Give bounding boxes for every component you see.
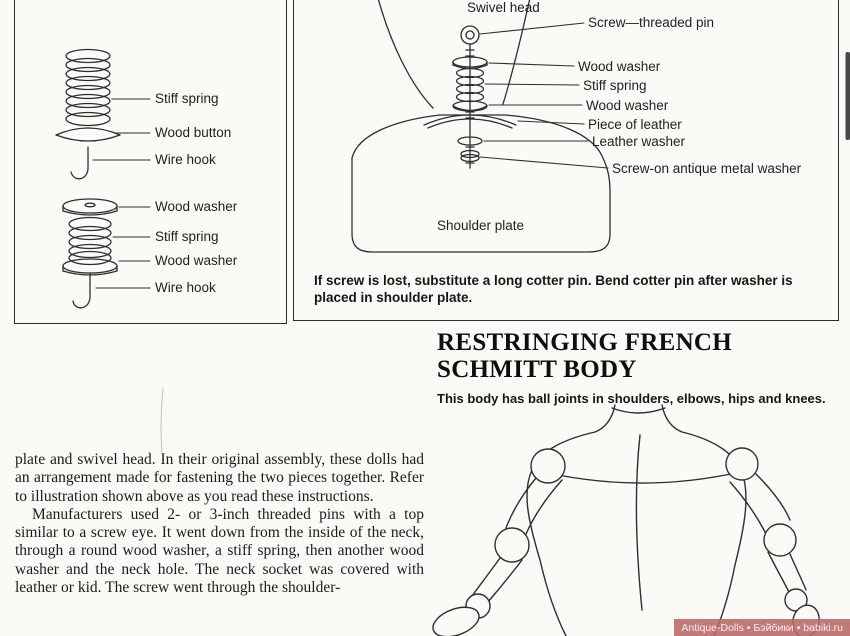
shoulder-plate-drawing bbox=[351, 114, 611, 253]
label-piece-of-leather: Piece of leather bbox=[588, 117, 682, 132]
doll-body-drawing bbox=[432, 404, 820, 636]
section-title-line1: RESTRINGING FRENCH bbox=[437, 329, 733, 356]
label-wire-hook-1: Wire hook bbox=[155, 152, 216, 167]
label-wood-washer-4: Wood washer bbox=[586, 98, 669, 113]
right-diagram-box bbox=[293, 0, 839, 321]
label-wood-washer-1: Wood washer bbox=[155, 199, 238, 214]
label-wire-hook-2: Wire hook bbox=[155, 280, 216, 295]
spring-button-hook-diagram bbox=[55, 48, 121, 180]
left-leader-lines bbox=[92, 98, 151, 289]
left-diagram-box bbox=[14, 0, 287, 324]
body-paragraph-2: Manufacturers used 2- or 3-inch threaded… bbox=[15, 505, 424, 597]
body-paragraph-1: plate and swivel head. In their original… bbox=[15, 451, 424, 505]
label-screw-threaded-pin: Screw—threaded pin bbox=[588, 15, 715, 30]
label-stiff-spring-1: Stiff spring bbox=[155, 91, 219, 106]
label-wood-button: Wood button bbox=[155, 125, 232, 140]
label-stiff-spring-2: Stiff spring bbox=[155, 229, 219, 244]
section-title-line2: SCHMITT BODY bbox=[437, 356, 637, 383]
label-wood-washer-3: Wood washer bbox=[578, 59, 661, 74]
body-text: plate and swivel head. In their original… bbox=[15, 451, 424, 597]
diagram-caption: If screw is lost, substitute a long cott… bbox=[314, 273, 793, 305]
label-wood-washer-2: Wood washer bbox=[155, 253, 238, 268]
label-stiff-spring-3: Stiff spring bbox=[583, 78, 647, 93]
section-subtitle: This body has ball joints in shoulders, … bbox=[437, 391, 826, 406]
label-metal-washer: Screw-on antique metal washer bbox=[612, 161, 802, 176]
section-title: RESTRINGING FRENCH SCHMITT BODY bbox=[437, 329, 732, 383]
washer-spring-hook-diagram bbox=[62, 198, 118, 309]
label-shoulder-plate: Shoulder plate bbox=[437, 218, 525, 233]
watermark-badge: Antique-Dolls • Бэйбики • babiki.ru bbox=[674, 619, 850, 636]
scan-artifacts bbox=[160, 52, 850, 453]
right-leader-lines bbox=[479, 22, 609, 169]
label-swivel-head: Swivel head bbox=[467, 0, 540, 15]
label-leather-washer: Leather washer bbox=[592, 134, 686, 149]
